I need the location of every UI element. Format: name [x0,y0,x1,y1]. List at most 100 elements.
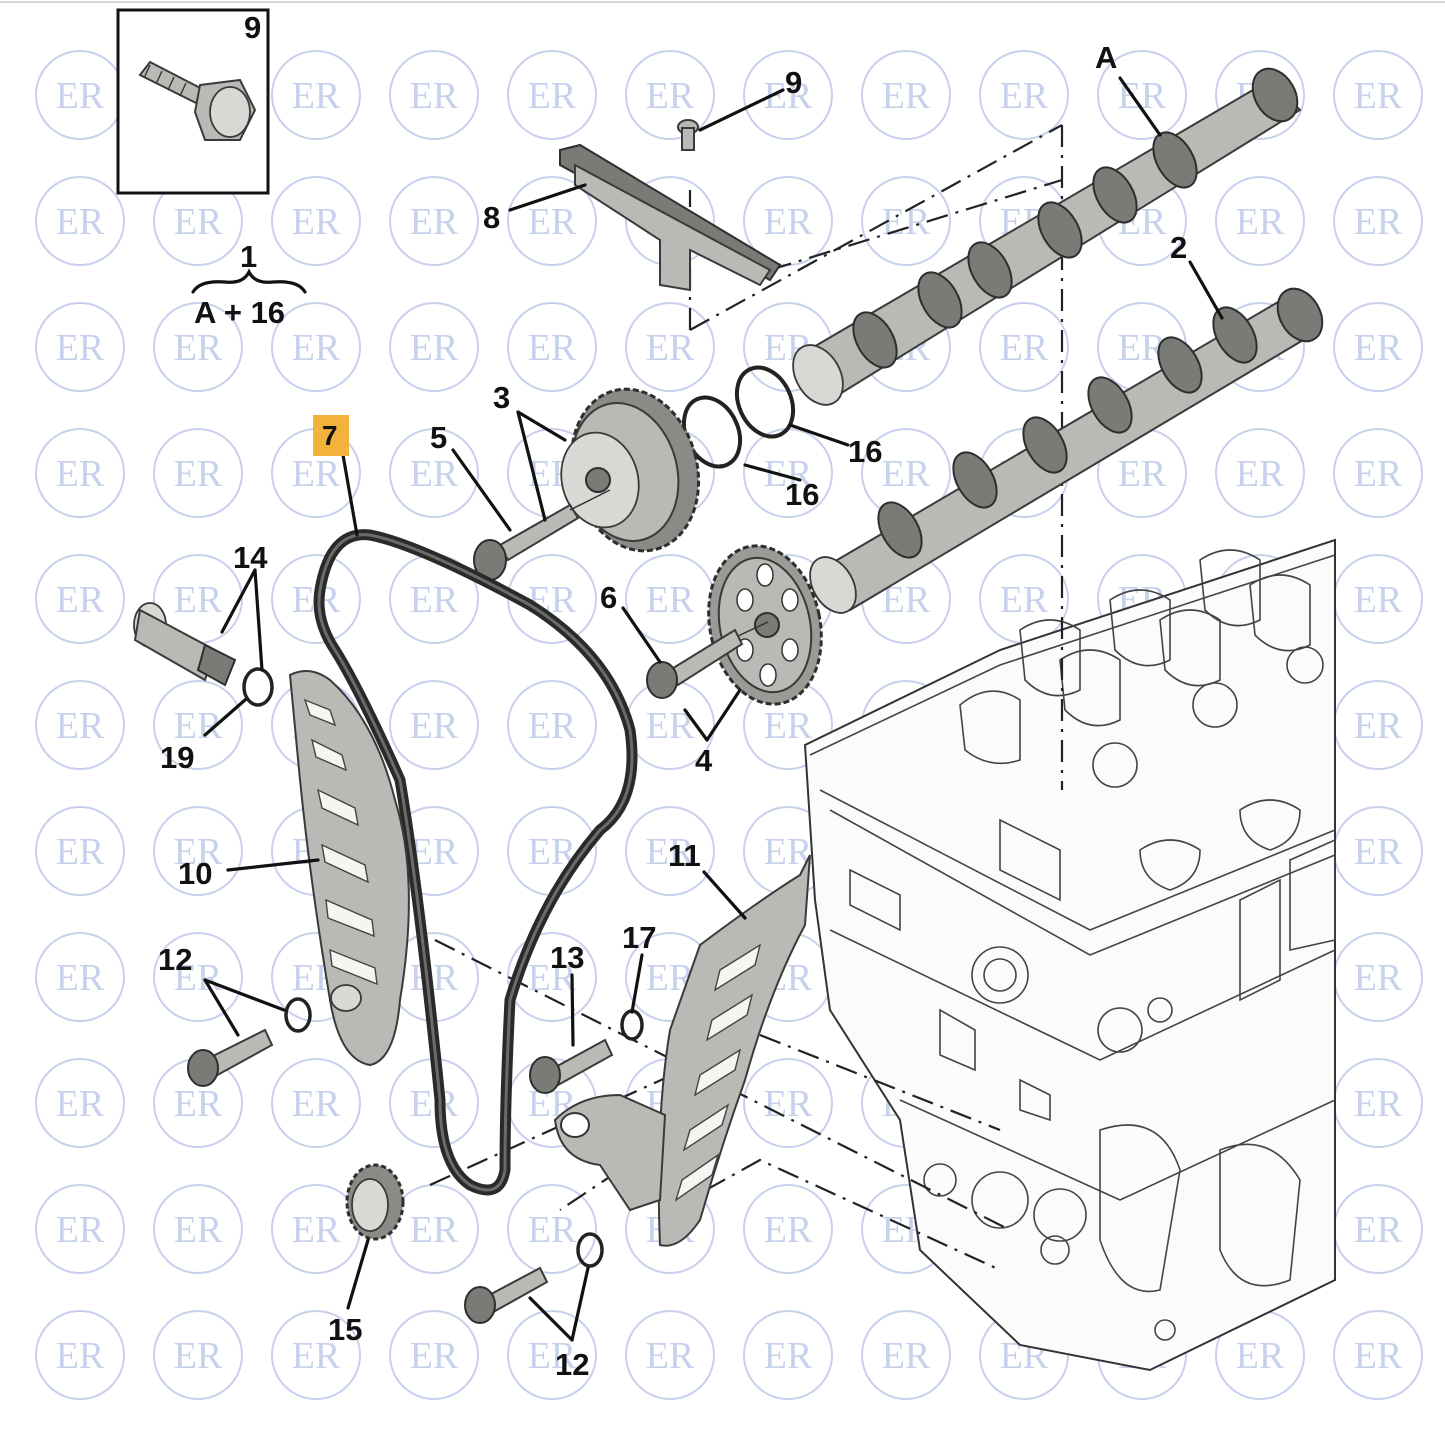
watermark-text: ER [646,327,695,369]
watermark-ring [1333,50,1423,140]
watermark-ring [271,1058,361,1148]
watermark-ring [507,1310,597,1400]
watermark-ring [743,1184,833,1274]
watermark-text: ER [1236,1335,1285,1377]
callout-15: 15 [328,1312,362,1347]
watermark-text: ER [1236,201,1285,243]
watermark-ring [743,1310,833,1400]
watermark-ring [507,1184,597,1274]
watermark-ring [389,50,479,140]
watermark-text: ER [1354,831,1403,873]
watermark-text: ER [174,831,223,873]
watermark-ring [1333,428,1423,518]
watermark-text: ER [56,1335,105,1377]
chain-tensioner-14 [133,602,237,687]
watermark-text: ER [1236,453,1285,495]
watermark-text: ER [764,705,813,747]
watermark-text: ER [56,201,105,243]
o-ring-19 [242,667,274,707]
watermark-text: ER [646,579,695,621]
watermark-ring [507,932,597,1022]
watermark-ring [1215,176,1305,266]
watermark-text: ER [882,201,931,243]
callout-9-inset: 9 [244,10,261,45]
upper-chain-guide-8 [559,143,782,292]
watermark-ring [507,50,597,140]
watermark-ring [271,302,361,392]
watermark-ring [35,1310,125,1400]
watermark-text: ER [1354,705,1403,747]
watermark-ring [153,428,243,518]
callout-2: 2 [1170,230,1187,265]
watermark-ring [35,176,125,266]
watermark-text: ER [56,1083,105,1125]
watermark-text: ER [1354,75,1403,117]
watermark-text: ER [410,327,459,369]
watermark-text: ER [292,201,341,243]
watermark-ring [35,680,125,770]
watermark-text: ER [1354,1209,1403,1251]
watermark-text: ER [410,1335,459,1377]
watermark-ring [389,680,479,770]
watermark-text: ER [1000,327,1049,369]
watermark-text: ER [528,75,577,117]
camshaft-2 [809,287,1324,614]
callout-7-highlight [313,415,349,456]
watermark-text: ER [410,1209,459,1251]
callout-6: 6 [600,580,617,615]
watermark-text: ER [528,705,577,747]
watermark-text: ER [1354,327,1403,369]
watermark-text: ER [292,1083,341,1125]
watermark-ring [35,302,125,392]
watermark-text: ER [410,201,459,243]
watermark-text: ER [1354,579,1403,621]
watermark-text: ER [1000,75,1049,117]
watermark-text: ER [882,75,931,117]
watermark-ring [1333,302,1423,392]
watermark-text: ER [410,957,459,999]
watermark-text: ER [56,1209,105,1251]
callout-5: 5 [430,420,447,455]
watermark-text: ER [292,453,341,495]
watermark-text: ER [528,327,577,369]
watermark-text: ER [292,1209,341,1251]
watermark-ring [153,302,243,392]
timing-chain-7 [313,529,638,1196]
callout-7: 7 [322,420,338,451]
watermark-ring [271,1310,361,1400]
leader-lines [191,76,1224,1342]
watermark-ring [389,176,479,266]
inset-box-bolt-9 [116,8,270,195]
watermark-text: ER [646,1335,695,1377]
watermark-text: ER [174,453,223,495]
callout-11: 11 [668,838,701,873]
watermark-text: ER [410,705,459,747]
watermark-ring [389,1310,479,1400]
watermark-text: ER [56,579,105,621]
watermark-text: ER [292,327,341,369]
watermark-text: ER [646,831,695,873]
watermark-text: ER [56,831,105,873]
callout-12-bottom: 12 [555,1347,589,1382]
pivot-bolt-12-bottom [464,1232,604,1324]
watermark-text: ER [1354,957,1403,999]
watermark-ring [35,806,125,896]
engine-block-illustration [803,538,1336,1372]
watermark-ring [1215,428,1305,518]
watermark-ring [389,428,479,518]
watermark-ring [153,680,243,770]
bolt-5 [473,489,611,581]
watermark-text: ER [882,453,931,495]
crank-sprocket-15 [345,1163,405,1241]
watermark-ring [153,806,243,896]
callout-12-left: 12 [158,942,192,977]
callout-4: 4 [695,743,713,778]
watermark-text: ER [56,705,105,747]
watermark-text: ER [174,1209,223,1251]
callout-19: 19 [160,740,194,775]
watermark-ring [35,428,125,518]
callout-1: 1 [240,239,257,274]
watermark-text: ER [528,1335,577,1377]
callout-labels: 9 1 A + 16 A 9 8 2 3 5 7 16 16 14 6 19 4… [158,10,1187,1382]
